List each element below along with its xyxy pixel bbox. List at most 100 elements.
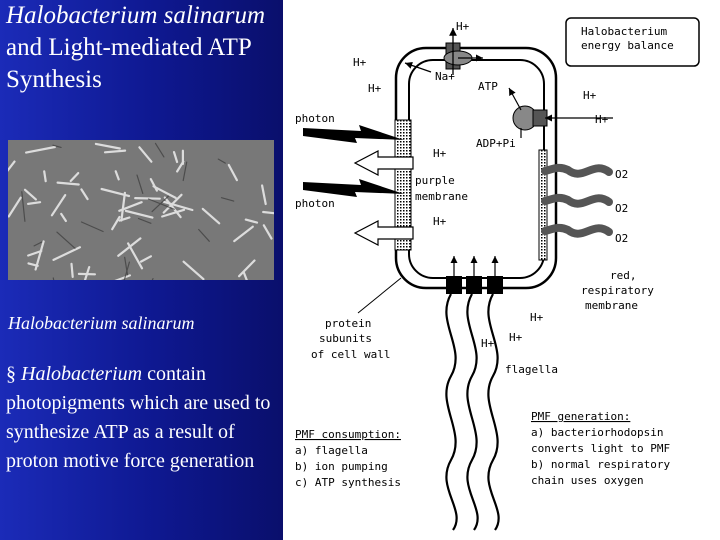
- rod-cell: [50, 193, 67, 217]
- label-h-top: H+: [456, 20, 470, 33]
- label-purple2: membrane: [415, 190, 468, 203]
- rod-cell: [60, 212, 68, 223]
- label-h-bottom3: H+: [509, 331, 523, 344]
- flagellum2: [466, 293, 479, 531]
- title-rest: and Light-mediated ATP Synthesis: [6, 34, 251, 93]
- o2-arrow3: [541, 223, 613, 238]
- micrograph-photo: [8, 140, 274, 280]
- rod-cell: [198, 228, 210, 242]
- protein-leader: [357, 277, 402, 314]
- energy-balance-box: [565, 17, 700, 67]
- rod-cell: [138, 146, 153, 163]
- rod-cell: [111, 215, 121, 231]
- label-h-bottom2: H+: [481, 337, 495, 350]
- rod-cell: [27, 249, 43, 257]
- label-o2-3: O2: [615, 232, 628, 245]
- label-h-mid2: H+: [433, 215, 447, 228]
- pmf-generation-a2: converts light to PMF: [531, 442, 670, 455]
- cell-wall-inner: [408, 59, 545, 279]
- rod-cell: [262, 210, 274, 215]
- flagellar-motor1: [446, 276, 462, 294]
- rod-cell: [233, 225, 254, 243]
- rod-cell: [23, 188, 37, 201]
- rod-cell: [149, 177, 158, 192]
- flagellar-motor3: [487, 276, 503, 294]
- o2-arrow2: [541, 193, 613, 208]
- rod-cell: [114, 170, 120, 181]
- label-na: Na+: [435, 70, 455, 83]
- pmf-consumption-a: a) flagella: [295, 444, 368, 457]
- bullet-text: § Halobacterium contain photopigments wh…: [6, 360, 276, 476]
- rod-cell: [52, 246, 82, 262]
- label-purple1: purple: [415, 174, 455, 187]
- rod-cell: [70, 262, 74, 278]
- rod-cell: [118, 201, 143, 212]
- rod-cell: [103, 149, 127, 154]
- h-hollow-arrow1: [353, 150, 414, 176]
- h-arrow-left-upper: [404, 61, 432, 73]
- label-protein1: protein: [325, 317, 371, 330]
- rod-cell: [244, 218, 259, 224]
- energy-balance-diagram: Halobacterium energy balance H+ Na+ H+ H…: [295, 17, 700, 531]
- rod-cell: [114, 274, 132, 280]
- label-h-bottom1: H+: [530, 311, 544, 324]
- rod-cell: [8, 196, 22, 218]
- left-panel: Halobacterium salinarum and Light-mediat…: [0, 0, 283, 540]
- flagellar-motor2: [466, 276, 482, 294]
- rod-cell: [52, 144, 62, 149]
- pmf-generation-b2: chain uses oxygen: [531, 474, 644, 487]
- rod-cell: [162, 193, 183, 214]
- title-species: salinarum: [163, 2, 266, 29]
- label-protein2: subunits: [319, 332, 372, 345]
- label-o2-1: O2: [615, 168, 628, 181]
- slide-title: Halobacterium salinarum and Light-mediat…: [6, 0, 278, 96]
- rod-cell: [117, 237, 142, 257]
- rod-cell: [56, 231, 76, 249]
- pmf-generation-title: PMF generation:: [531, 410, 630, 423]
- rod-cell: [118, 216, 131, 222]
- o2-arrow1: [541, 163, 613, 178]
- label-protein3: of cell wall: [311, 348, 390, 361]
- rod-cell: [8, 160, 16, 172]
- label-flagella: flagella: [505, 363, 558, 376]
- label-photon1: photon: [295, 112, 335, 125]
- rod-cell: [123, 261, 131, 280]
- rod-cell: [154, 142, 165, 158]
- purple-membrane-patch: [394, 119, 412, 251]
- bullet-genus: Halobacterium: [21, 363, 143, 385]
- pmf-consumption-c: c) ATP synthesis: [295, 476, 401, 489]
- label-o2-2: O2: [615, 202, 628, 215]
- label-adp: ADP+Pi: [476, 137, 516, 150]
- label-h-right1: H+: [583, 89, 597, 102]
- rod-cell: [182, 161, 188, 182]
- rod-cell: [220, 197, 235, 202]
- rod-cell: [136, 174, 144, 195]
- rod-cell: [261, 184, 267, 206]
- rod-cell: [33, 241, 43, 247]
- rod-cell: [27, 201, 42, 206]
- label-atp: ATP: [478, 80, 498, 93]
- rod-cell: [43, 170, 47, 183]
- photon-bolt1: [303, 125, 404, 143]
- atp-arrow: [508, 87, 522, 111]
- label-h-right2: H+: [595, 113, 609, 126]
- atp-synthase-stalk: [532, 109, 548, 127]
- bullet-marker: §: [6, 363, 16, 385]
- rod-cell: [80, 221, 104, 233]
- pmf-generation-a1: a) bacteriorhodopsin: [531, 426, 663, 439]
- rod-cell: [201, 207, 221, 225]
- title-genus: Halobacterium: [6, 2, 158, 29]
- rod-cell: [242, 271, 248, 280]
- rod-cell: [176, 160, 185, 173]
- diagram-panel: Halobacterium energy balance H+ Na+ H+ H…: [283, 0, 720, 540]
- rod-cell: [25, 145, 57, 154]
- label-red1: red,: [610, 269, 637, 282]
- label-red3: membrane: [585, 299, 638, 312]
- rod-cell: [139, 255, 152, 263]
- h-hollow-arrow2: [353, 220, 414, 246]
- rod-cell: [80, 188, 89, 201]
- rod-cell: [163, 196, 182, 219]
- rod-cell: [69, 171, 80, 183]
- rod-cell: [217, 158, 226, 164]
- box-title-line1: Halobacterium: [581, 25, 667, 38]
